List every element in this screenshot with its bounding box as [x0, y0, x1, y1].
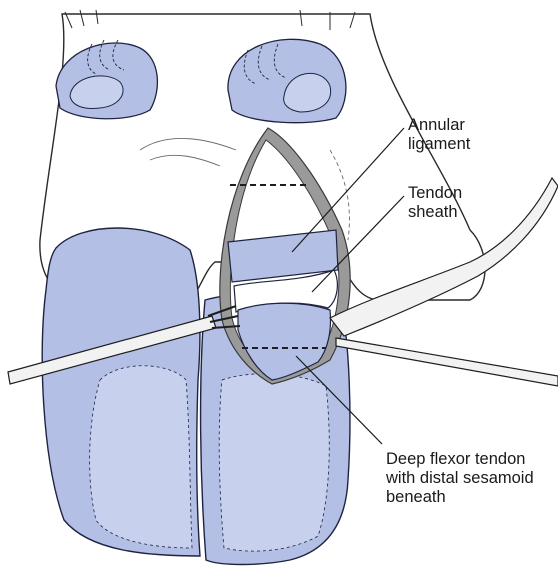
label-tendon-sheath: Tendon sheath — [408, 184, 462, 222]
elevator-handle — [336, 338, 558, 386]
label-deep-flexor-tendon: Deep flexor tendon with distal sesamoid … — [386, 450, 534, 507]
hoof-right-sole — [219, 374, 329, 551]
label-annular-ligament: Annular ligament — [408, 116, 470, 154]
hoof-left-sole — [90, 366, 192, 548]
